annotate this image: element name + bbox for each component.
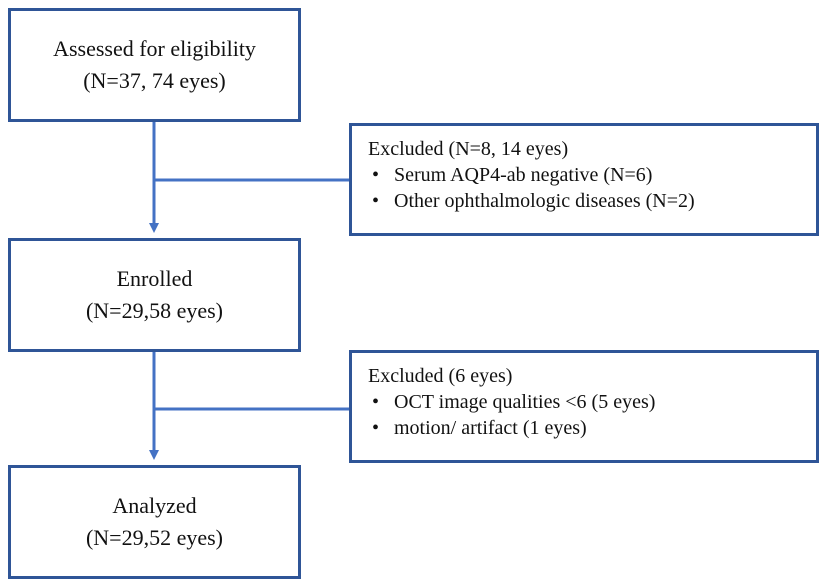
excluded-1-title: Excluded (N=8, 14 eyes) [368,138,569,160]
analyzed-box: Analyzed (N=29,52 eyes) [8,465,301,579]
excluded-1-item-text: Serum AQP4-ab negative (N=6) [394,164,653,186]
excluded-2-item-text: motion/ artifact (1 eyes) [394,417,587,439]
enrolled-box: Enrolled (N=29,58 eyes) [8,238,301,352]
excluded-2-item: • OCT image qualities <6 (5 eyes) [368,389,816,415]
excluded-box-2: Excluded (6 eyes) • OCT image qualities … [349,350,819,463]
excluded-2-item-text: OCT image qualities <6 (5 eyes) [394,391,656,413]
enrolled-label: Enrolled [116,266,193,292]
bullet-icon: • [372,190,380,212]
analyzed-label: Analyzed [112,493,197,519]
enrolled-count: (N=29,58 eyes) [85,298,224,323]
excluded-2-item: • motion/ artifact (1 eyes) [368,415,816,441]
analyzed-count: (N=29,52 eyes) [85,525,224,550]
bullet-icon: • [372,164,380,186]
assessed-label: Assessed for eligibility [53,36,256,62]
assessed-box: Assessed for eligibility (N=37, 74 eyes) [8,8,301,122]
excluded-2-title: Excluded (6 eyes) [368,365,513,387]
excluded-1-item-text: Other ophthalmologic diseases (N=2) [394,190,695,212]
excluded-1-item: • Other ophthalmologic diseases (N=2) [368,188,816,214]
bullet-icon: • [372,417,380,439]
excluded-1-item: • Serum AQP4-ab negative (N=6) [368,162,816,188]
assessed-count: (N=37, 74 eyes) [83,68,226,93]
bullet-icon: • [372,391,380,413]
excluded-box-1: Excluded (N=8, 14 eyes) • Serum AQP4-ab … [349,123,819,236]
